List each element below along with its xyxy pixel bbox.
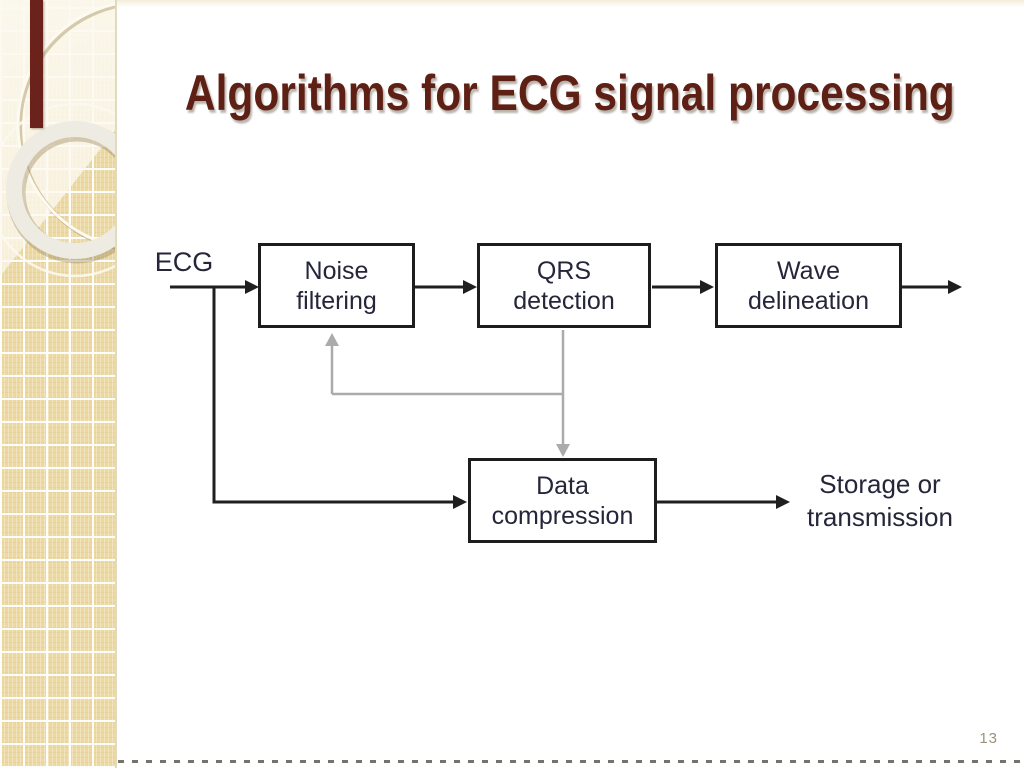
noise-filtering-label-line2: filtering xyxy=(296,286,377,315)
wave-delineation-box: Wave delineation xyxy=(715,243,902,328)
data-compression-label-line2: compression xyxy=(491,501,634,530)
qrs-detection-label-line1: QRS xyxy=(536,256,592,285)
qrs-detection-box: QRS detection xyxy=(477,243,651,328)
ecg-input-label: ECG xyxy=(154,247,214,277)
sidebar-decoration xyxy=(0,0,117,768)
storage-output-label-line2: transmission xyxy=(807,501,953,532)
ribbon-decoration xyxy=(30,0,43,128)
qrs-detection-label-line2: detection xyxy=(513,286,615,315)
decor-circles-svg xyxy=(0,2,115,278)
data-compression-box: Data compression xyxy=(468,458,657,543)
wave-delineation-label-line2: delineation xyxy=(748,286,869,315)
noise-filtering-label-line1: Noise xyxy=(304,256,369,285)
bottom-dashed-line xyxy=(118,760,1024,763)
storage-output-label-line1: Storage or xyxy=(819,469,941,499)
page-title-text: Algorithms for ECG signal processing xyxy=(184,65,955,121)
noise-filtering-box: Noise filtering xyxy=(258,243,415,328)
storage-output-label: Storage or transmission xyxy=(790,468,970,533)
data-compression-label-line1: Data xyxy=(536,471,589,500)
page-number: 13 xyxy=(979,730,998,747)
page-title: Algorithms for ECG signal processing xyxy=(115,66,1024,121)
wave-delineation-label-line1: Wave xyxy=(777,256,840,285)
